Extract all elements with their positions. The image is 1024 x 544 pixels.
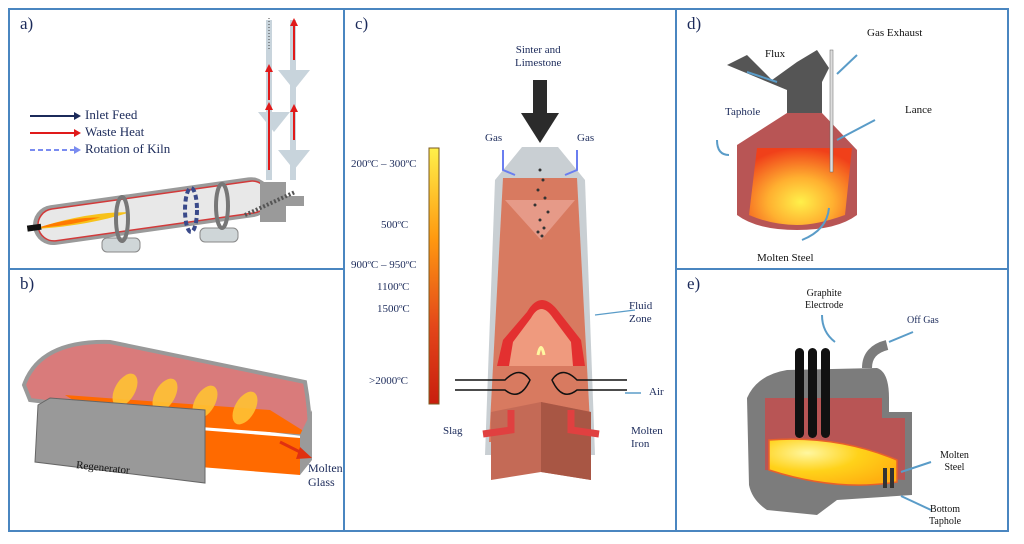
preheater-tower — [258, 18, 310, 180]
legend-label-rotation: Rotation of Kiln — [85, 141, 171, 156]
legend-inlet-feed-arrow — [30, 112, 81, 120]
tuyeres — [455, 371, 627, 395]
kiln-housing — [260, 182, 286, 222]
callout-arrows — [716, 54, 876, 241]
callout-arrows — [821, 314, 932, 511]
panel-label: a) — [20, 14, 34, 33]
molten-bath — [749, 148, 852, 225]
legend-waste-heat-arrow — [30, 129, 81, 137]
off-gas-label: Off Gas — [907, 315, 939, 326]
regenerator-block — [34, 397, 206, 484]
molten-glass-arrow — [279, 440, 303, 455]
legend-rotation-arrow — [30, 146, 81, 154]
temp-label-1500: 1500ºC — [377, 303, 410, 315]
converter-mouth — [727, 50, 829, 113]
panel-label: e) — [687, 274, 701, 293]
temp-label-2000: >2000ºC — [369, 375, 408, 387]
molten-steel-label: Molten Steel — [757, 252, 814, 264]
panel-d-oxygen-furnace: d) Flux Gas Exhaust Taphole Lance Molten… — [675, 8, 1009, 270]
temp-label-top: 200ºC – 300ºC — [351, 158, 417, 170]
iron-notch — [567, 410, 600, 438]
oxygen-furnace-diagram — [716, 49, 876, 241]
legend-label-inlet-feed: Inlet Feed — [85, 107, 138, 122]
temp-label-900: 900ºC – 950ºC — [351, 259, 417, 271]
glass-furnace-diagram — [21, 339, 313, 484]
kiln-tube — [26, 177, 272, 246]
lance-label: Lance — [905, 104, 932, 116]
legend-label-waste-heat: Waste Heat — [85, 124, 145, 139]
kiln-rings — [114, 182, 230, 243]
panel-a-rotary-kiln: a) — [8, 8, 345, 270]
oxygen-lance — [829, 49, 834, 173]
slag-label: Slag — [443, 425, 463, 437]
bottom-taphole — [883, 468, 887, 488]
taphole-label: Taphole — [725, 106, 761, 118]
graphite-electrodes — [795, 348, 830, 438]
gas-arrows — [502, 150, 578, 176]
temperature-scale-bar — [428, 147, 440, 405]
molten-steel-bath — [768, 438, 898, 486]
temp-label-500: 500ºC — [381, 219, 409, 231]
charge-particles — [533, 168, 550, 238]
gas-label-left: Gas — [485, 132, 503, 144]
panel-label: d) — [687, 14, 702, 33]
temp-label-1100: 1100ºC — [377, 281, 410, 293]
panel-label: c) — [355, 14, 369, 33]
off-gas-duct — [862, 340, 889, 369]
fluid-zone-callout — [594, 309, 636, 316]
gas-exhaust-label: Gas Exhaust — [867, 27, 923, 39]
flux-label: Flux — [765, 48, 786, 60]
rotary-kiln-diagram — [26, 18, 310, 253]
air-label: Air — [649, 386, 664, 398]
feed-arrow — [533, 80, 547, 115]
panel-label: b) — [20, 274, 35, 293]
electric-arc-furnace-diagram — [747, 314, 932, 515]
raceway-flow — [536, 346, 546, 356]
slag-notch — [482, 410, 515, 438]
blast-furnace-diagram — [428, 80, 641, 480]
gas-label-right: Gas — [577, 132, 595, 144]
feed-chute — [244, 190, 296, 217]
